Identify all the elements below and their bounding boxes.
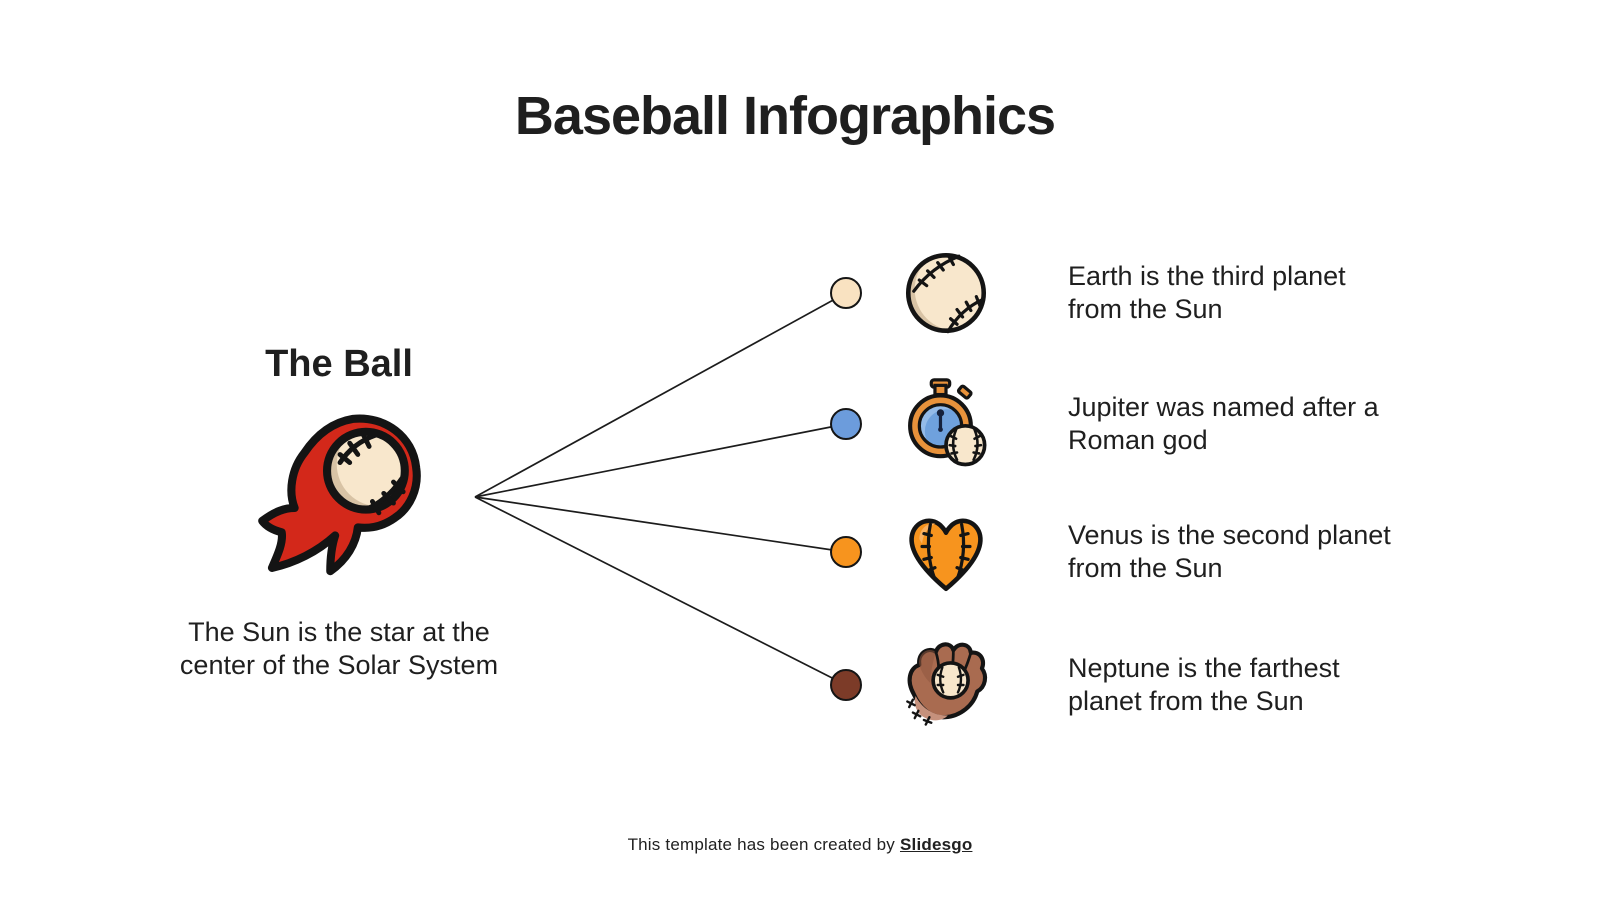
baseball-heart-icon [900, 506, 992, 598]
item-text-line: from the Sun [1068, 553, 1223, 583]
footer-brand-link[interactable]: Slidesgo [899, 835, 973, 854]
item-text-line: from the Sun [1068, 294, 1223, 324]
list-item-venus: Venus is the second planet from the Sun [900, 497, 1520, 607]
baseball-icon [900, 247, 992, 339]
slide-title: Baseball Infographics [514, 86, 1056, 146]
item-text-earth: Earth is the third planet from the Sun [1068, 260, 1346, 326]
item-text-jupiter: Jupiter was named after a Roman god [1068, 391, 1379, 457]
left-description: The Sun is the star at the center of the… [158, 616, 520, 682]
left-description-line: The Sun is the star at the [188, 617, 490, 647]
item-text-neptune: Neptune is the farthest planet from the … [1068, 652, 1340, 718]
connector-line [474, 496, 847, 686]
stopwatch-baseball-icon [900, 378, 992, 470]
branch-dot-neptune [830, 669, 862, 701]
item-text-line: planet from the Sun [1068, 686, 1304, 716]
item-text-line: Earth is the third planet [1068, 261, 1346, 291]
baseball-glove-icon [900, 639, 992, 731]
item-text-line: Venus is the second planet [1068, 520, 1391, 550]
left-heading: The Ball [265, 343, 413, 385]
left-description-line: center of the Solar System [179, 650, 499, 680]
list-item-jupiter: Jupiter was named after a Roman god [900, 369, 1520, 479]
connector-line [474, 423, 847, 498]
item-text-line: Jupiter was named after a [1068, 392, 1379, 422]
list-item-earth: Earth is the third planet from the Sun [900, 238, 1520, 348]
connector-line [474, 496, 847, 553]
item-text-venus: Venus is the second planet from the Sun [1068, 519, 1391, 585]
list-item-neptune: Neptune is the farthest planet from the … [900, 630, 1520, 740]
footer-credit-text: This template has been created by [627, 835, 895, 854]
connector-line [474, 292, 847, 498]
branch-dot-venus [830, 536, 862, 568]
flaming-baseball-icon [258, 414, 421, 576]
item-text-line: Roman god [1068, 425, 1208, 455]
branch-dot-jupiter [830, 408, 862, 440]
branch-dot-earth [830, 277, 862, 309]
item-text-line: Neptune is the farthest [1068, 653, 1340, 683]
